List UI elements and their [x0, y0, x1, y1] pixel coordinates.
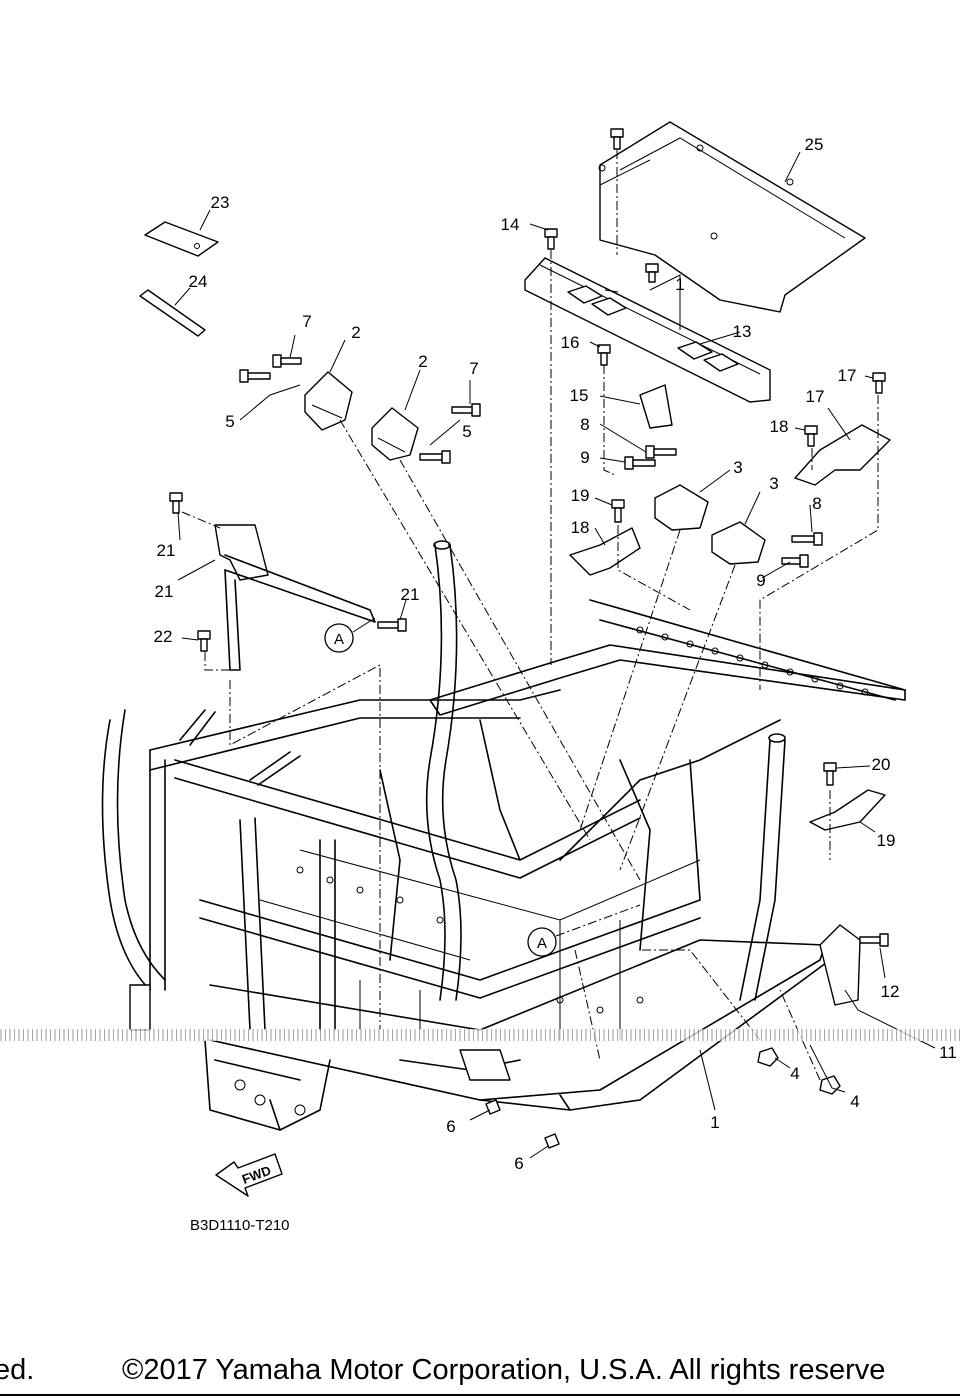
engine-mount-3-left [654, 484, 709, 531]
callout-1-low: 1 [710, 1113, 719, 1132]
callout-3-left: 3 [733, 458, 742, 477]
callout-21-top: 21 [157, 541, 176, 560]
diagram-code: B3D1110-T210 [190, 1217, 290, 1234]
callout-3-right: 3 [769, 474, 778, 493]
svg-text:A: A [537, 935, 547, 952]
callout-22: 23 [211, 193, 230, 212]
callout-1-top: 1 [675, 275, 684, 294]
bracket-18-lower [809, 789, 886, 831]
callout-18-low: 19 [877, 831, 896, 850]
callout-20: 21 [155, 582, 174, 601]
plate-22 [144, 221, 219, 257]
view-marker-a-upper: A [324, 617, 376, 653]
bracket-16 [794, 424, 891, 486]
callout-13: 14 [501, 215, 520, 234]
callout-4-left: 4 [790, 1064, 799, 1083]
callout-9-right: 9 [756, 571, 765, 590]
bracket-18-upper [569, 527, 641, 576]
bracket-14 [639, 384, 673, 429]
callout-16: 17 [806, 387, 825, 406]
footer-copyright: ©2017 Yamaha Motor Corporation, U.S.A. A… [122, 1354, 886, 1386]
callout-15: 16 [561, 333, 580, 352]
callout-18-top: 18 [571, 518, 590, 537]
subframe-20 [214, 524, 376, 671]
callout-7-right: 7 [469, 359, 478, 378]
callout-11: 12 [881, 982, 900, 1001]
fasteners [169, 128, 889, 1149]
callout-19-low: 20 [872, 755, 891, 774]
rod-23 [139, 289, 206, 337]
callout-5-left: 5 [225, 412, 234, 431]
alignment-lines [181, 150, 879, 1081]
callout-8-right: 8 [812, 494, 821, 513]
callout-2-left: 2 [351, 323, 360, 342]
callout-5-right: 5 [462, 422, 471, 441]
main-frame [101, 540, 906, 1131]
callout-21-mid: 21 [401, 585, 420, 604]
callout-21-low: 22 [154, 627, 173, 646]
callout-17-top: 17 [838, 366, 857, 385]
view-marker-a-lower: A [527, 904, 641, 957]
callout-6-right: 6 [514, 1154, 523, 1173]
engine-mount-2-left [304, 371, 353, 431]
copyright-footer: ed. ©2017 Yamaha Motor Corporation, U.S.… [0, 1349, 960, 1391]
callout-23: 24 [189, 272, 208, 291]
bracket-10 [819, 924, 861, 1006]
rail-holes [234, 626, 869, 1116]
callout-4-right: 4 [850, 1092, 859, 1111]
callout-10: 11 [939, 1043, 957, 1062]
callout-24: 25 [805, 135, 824, 154]
fwd-arrow-icon: FWD [215, 1153, 283, 1197]
scan-noise-band [0, 1029, 960, 1041]
callout-6-left: 6 [446, 1117, 455, 1136]
engine-mount-3-right [711, 521, 766, 565]
callout-14: 15 [570, 386, 589, 405]
callout-2-right: 2 [418, 352, 427, 371]
callout-8-left: 8 [580, 415, 589, 434]
footer-left-fragment: ed. [0, 1354, 35, 1386]
skid-plate-24 [598, 121, 866, 313]
callout-7-left: 7 [302, 312, 311, 331]
callout-19-top: 19 [571, 486, 590, 505]
part-callouts: 25 14 1 13 16 15 17 17 18 8 9 3 3 19 8 1… [154, 135, 957, 1173]
callout-9-left: 9 [580, 448, 589, 467]
engine-mount-2-right [371, 407, 419, 461]
cross-member-12 [524, 257, 771, 403]
callout-12: 13 [733, 322, 752, 341]
bottom-divider [0, 1394, 960, 1396]
svg-text:A: A [334, 631, 344, 648]
callout-17-mid: 18 [770, 417, 789, 436]
